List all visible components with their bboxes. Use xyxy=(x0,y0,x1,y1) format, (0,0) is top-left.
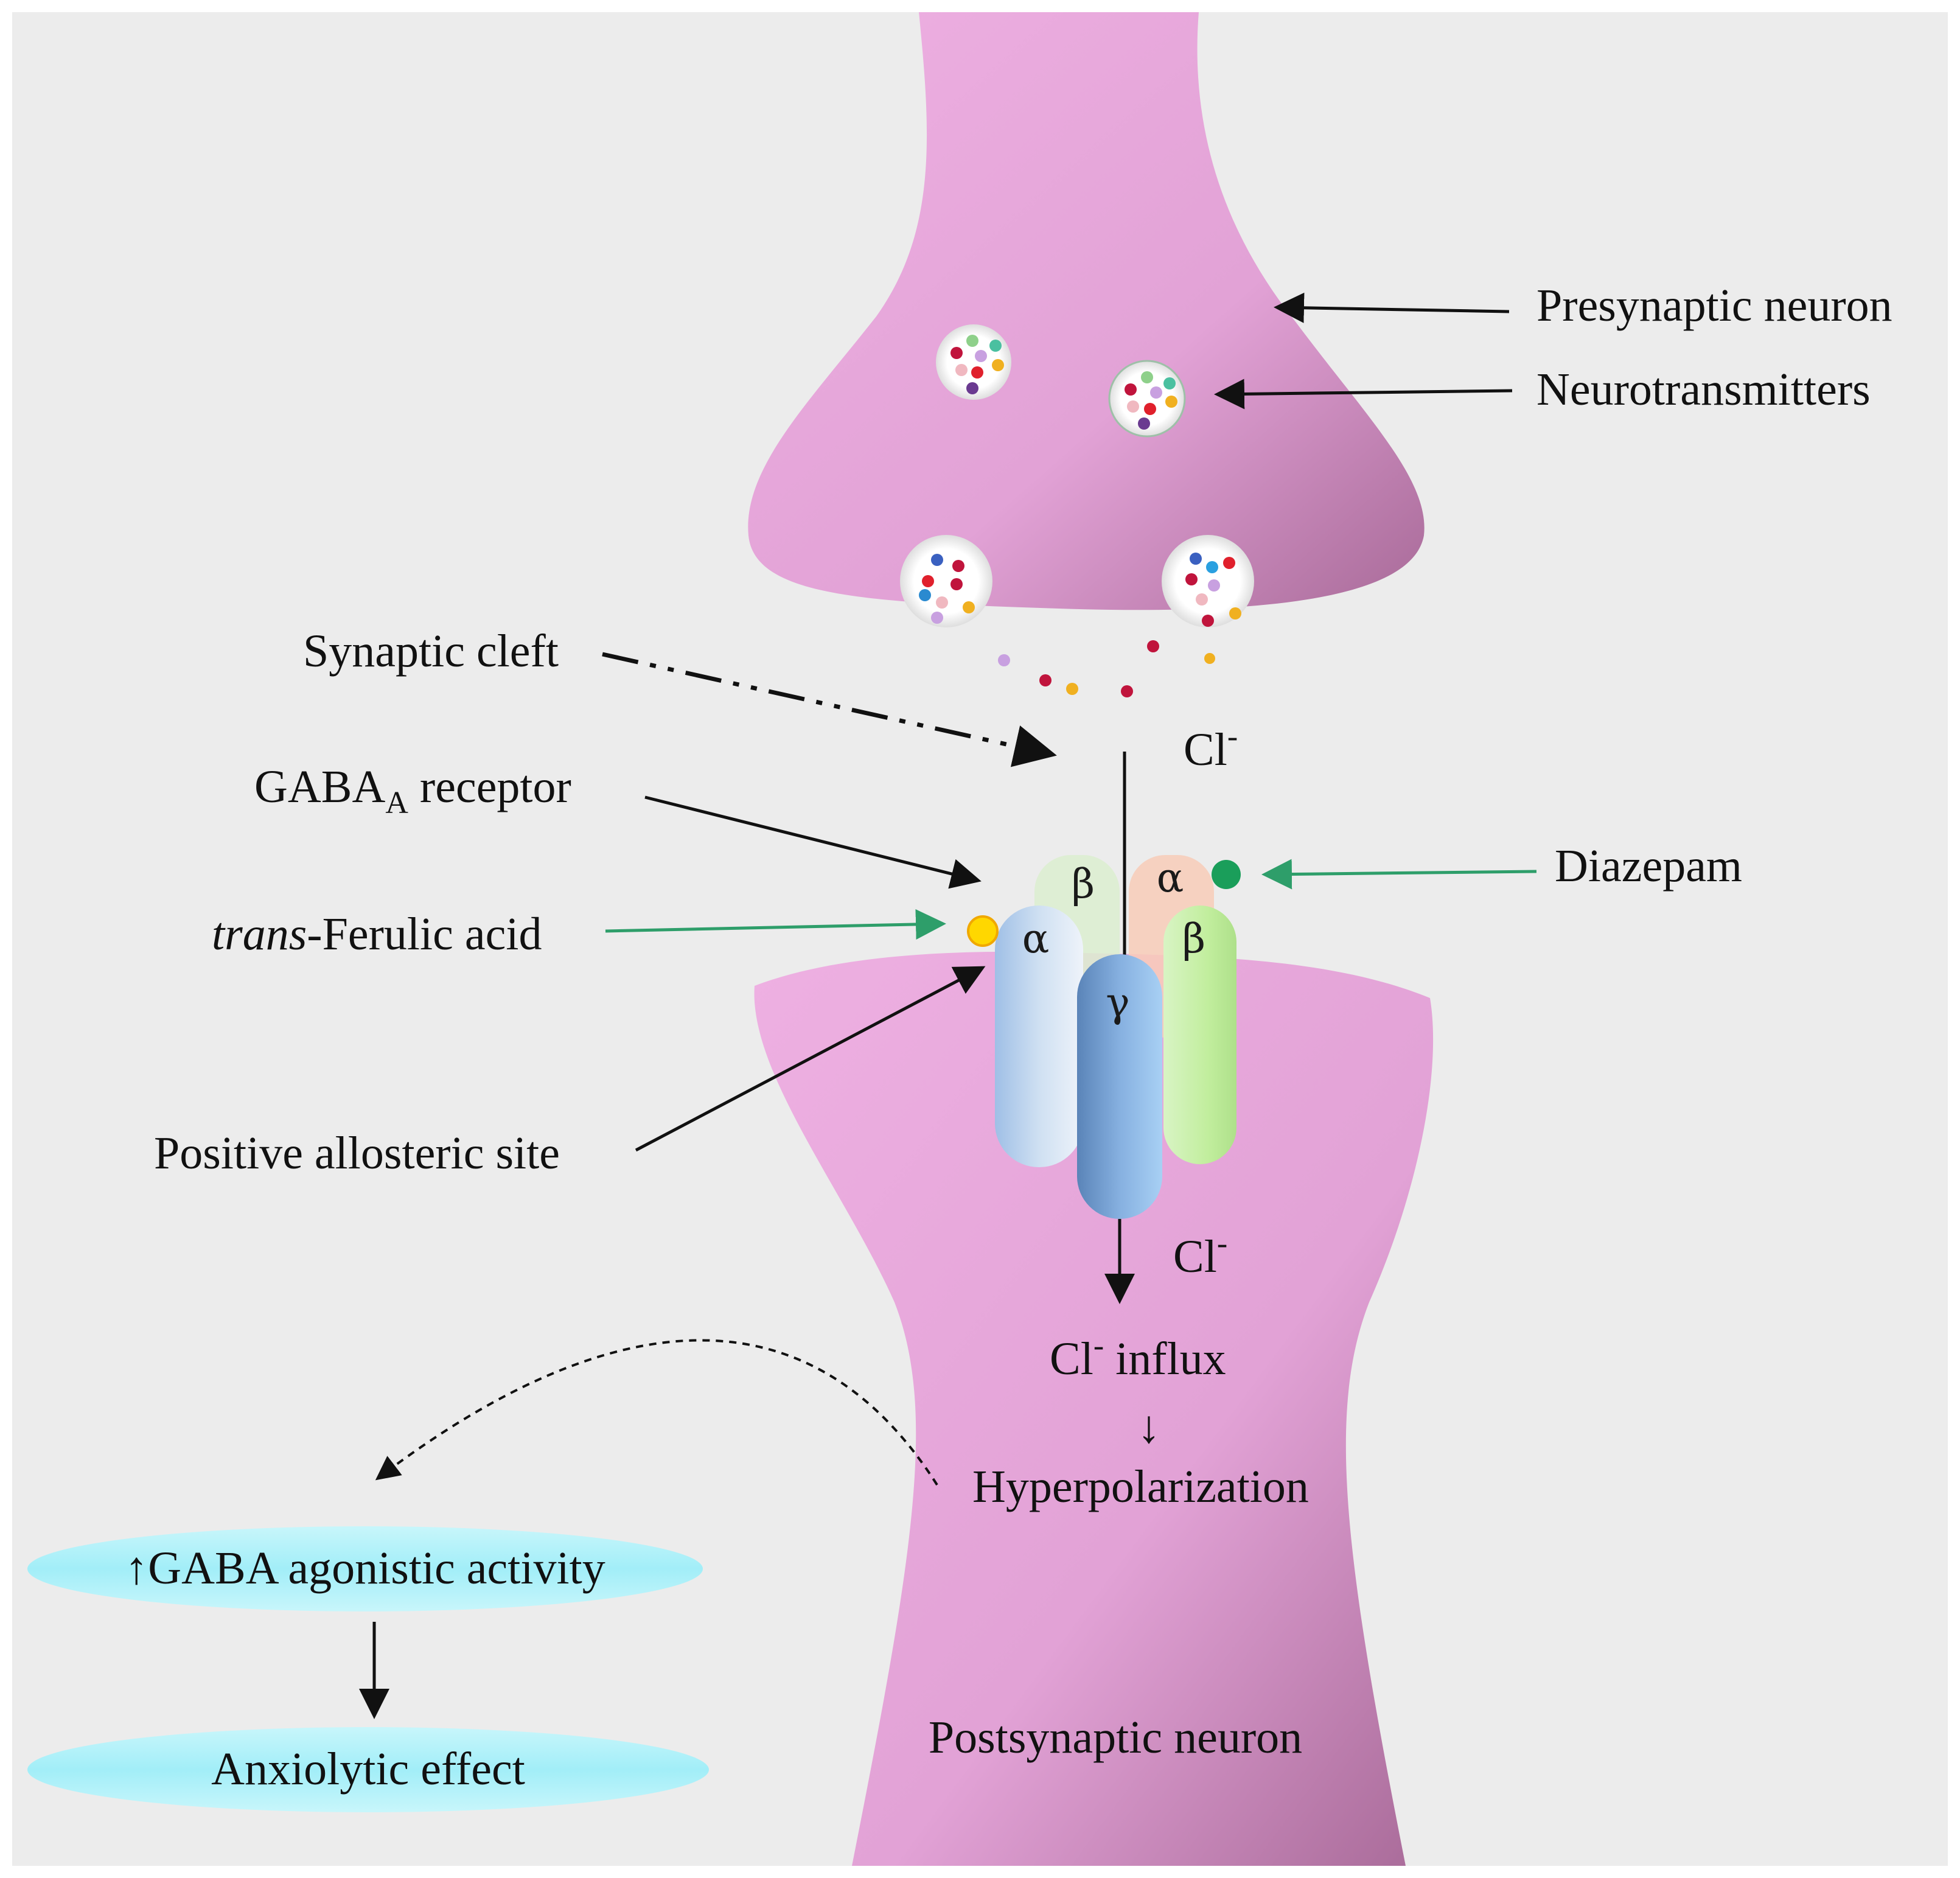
trans-italic: trans xyxy=(212,909,307,960)
postsynaptic-neuron-label: Postsynaptic neuron xyxy=(929,1712,1302,1763)
cl-influx-label: Cl- influx xyxy=(1050,1328,1226,1384)
ferulic-acid-rest: -Ferulic acid xyxy=(307,909,542,960)
gaba-a-sub: A xyxy=(385,786,408,820)
down-arrow-glyph: ↓ xyxy=(1137,1402,1160,1453)
positive-allosteric-site-label: Positive allosteric site xyxy=(154,1128,560,1179)
neurotransmitters-label: Neurotransmitters xyxy=(1536,364,1871,415)
gamma-letter: γ xyxy=(1106,979,1129,1026)
diazepam-arrow xyxy=(1261,859,1537,890)
beta-subunit-front xyxy=(1163,906,1236,1164)
trans-ferulic-acid-arrow xyxy=(605,909,946,940)
presynaptic-neuron-label: Presynaptic neuron xyxy=(1536,280,1892,331)
gaba-a-base: GABA xyxy=(254,761,385,812)
cl-influx-rest: influx xyxy=(1104,1333,1226,1384)
synaptic-cleft-label: Synaptic cleft xyxy=(303,626,559,677)
alpha-front-letter: α xyxy=(1022,915,1050,962)
cl-top-label: Cl- xyxy=(1184,719,1238,775)
diazepam-label: Diazepam xyxy=(1555,840,1742,892)
gaba-a-receptor-arrow xyxy=(644,795,982,889)
cl-influx-sup: - xyxy=(1093,1328,1104,1363)
gaba-agonistic-activity-label: ↑GABA agonistic activity xyxy=(125,1543,605,1594)
beta-back-letter: β xyxy=(1072,860,1095,907)
cl-top-sup: - xyxy=(1227,719,1238,754)
gaba-a-receptor-label: GABAA receptor xyxy=(254,761,571,820)
gaba-agonistic-capsule xyxy=(27,1526,703,1611)
presynaptic-neuron-arrow xyxy=(1274,292,1510,323)
presynaptic-neuron xyxy=(748,12,1425,610)
beta-front-letter: β xyxy=(1182,915,1205,962)
cl-top-base: Cl xyxy=(1184,724,1227,775)
vesicle-1 xyxy=(936,324,1011,400)
diazepam-dot xyxy=(1212,860,1241,889)
cl-bottom-label: Cl- xyxy=(1173,1226,1227,1282)
anxiolytic-effect-label: Anxiolytic effect xyxy=(211,1744,525,1795)
alpha-back-letter: α xyxy=(1157,854,1184,901)
gaba-a-rest: receptor xyxy=(408,761,571,812)
vesicle-2 xyxy=(1108,360,1186,438)
positive-allosteric-site-arrow xyxy=(635,966,986,1152)
cl-bottom-sup: - xyxy=(1217,1226,1227,1261)
trans-ferulic-acid-label: trans-Ferulic acid xyxy=(212,909,542,960)
gamma-subunit xyxy=(1077,954,1162,1219)
released-neurotransmitters xyxy=(998,640,1215,697)
hyperpolarization-label: Hyperpolarization xyxy=(972,1461,1309,1512)
alpha-subunit-front xyxy=(995,906,1083,1167)
cl-bottom-base: Cl xyxy=(1173,1231,1217,1282)
trans-ferulic-acid-dot xyxy=(967,915,999,947)
postsynaptic-neuron xyxy=(754,951,1434,1866)
cl-influx-base: Cl xyxy=(1050,1333,1093,1384)
vesicle-4 xyxy=(1162,535,1254,627)
neurotransmitters-arrow xyxy=(1214,379,1513,410)
hyperpolarization-dashed-arrow xyxy=(375,1339,938,1486)
anxiolytic-capsule xyxy=(27,1727,709,1812)
vesicle-3 xyxy=(900,535,992,627)
